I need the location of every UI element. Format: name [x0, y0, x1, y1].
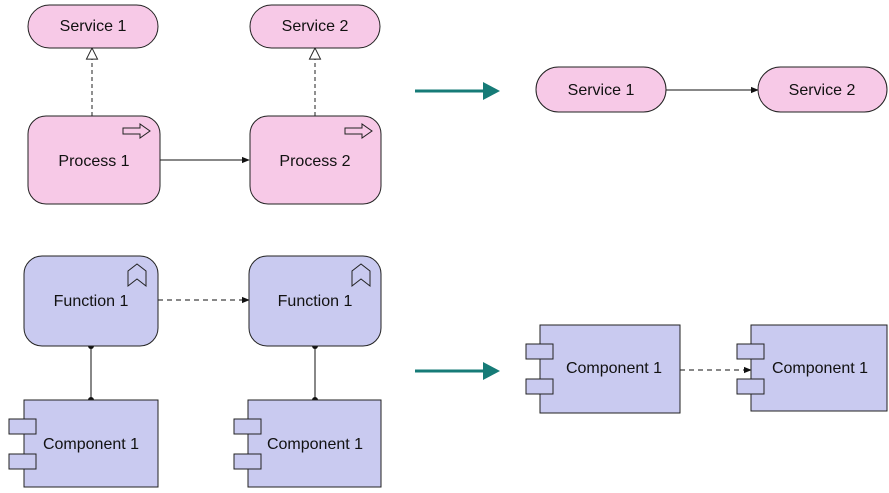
component-port-icon — [736, 378, 765, 395]
service-2-node[interactable]: Service 2 — [249, 4, 381, 49]
component-1b-node[interactable]: Component 1 — [233, 399, 382, 488]
component-port-icon — [8, 418, 37, 435]
service-1-node[interactable]: Service 1 — [27, 4, 159, 49]
function-chevron-icon — [127, 263, 147, 288]
component-port-icon — [525, 343, 554, 360]
component-port-icon — [525, 378, 554, 395]
summary-service-2-label: Service 2 — [789, 82, 856, 99]
process-1-label: Process 1 — [58, 153, 129, 170]
service-1-label: Service 1 — [60, 18, 127, 35]
transform-arrow-top — [415, 82, 500, 100]
component-port-icon — [233, 418, 262, 435]
process-arrow-icon — [122, 123, 151, 139]
business-detailed-group: Service 1 Service 2 Process 1 Process 2 — [27, 4, 382, 205]
component-port-icon — [736, 343, 765, 360]
function-1a-node[interactable]: Function 1 — [23, 255, 159, 347]
process-2-node[interactable]: Process 2 — [249, 115, 382, 205]
component-port-icon — [8, 453, 37, 470]
service-2-label: Service 2 — [282, 18, 349, 35]
component-port-icon — [233, 453, 262, 470]
summary-component-1b-node[interactable]: Component 1 — [736, 324, 888, 412]
application-detailed-group: Function 1 Function 1 Component 1 Compon… — [8, 255, 382, 488]
summary-service-1-label: Service 1 — [568, 82, 635, 99]
function-1b-label: Function 1 — [278, 293, 353, 310]
transform-arrow-bottom — [415, 362, 500, 380]
process-arrow-icon — [344, 123, 373, 139]
component-1a-node[interactable]: Component 1 — [8, 399, 159, 488]
summary-service-1-node[interactable]: Service 1 — [535, 66, 667, 113]
process-2-label: Process 2 — [279, 153, 350, 170]
function-chevron-icon — [351, 263, 371, 288]
summary-component-1a-label: Component 1 — [566, 360, 662, 377]
summary-component-1a-node[interactable]: Component 1 — [525, 324, 681, 414]
function-1b-node[interactable]: Function 1 — [248, 255, 382, 347]
summary-service-2-node[interactable]: Service 2 — [757, 66, 888, 113]
function-1a-label: Function 1 — [54, 293, 129, 310]
summary-component-1b-label: Component 1 — [772, 360, 868, 377]
process-1-node[interactable]: Process 1 — [27, 115, 161, 205]
business-summary-group: Service 1 Service 2 — [535, 66, 888, 113]
application-summary-group: Component 1 Component 1 — [525, 324, 888, 414]
component-1b-label: Component 1 — [267, 436, 363, 453]
component-1a-label: Component 1 — [43, 436, 139, 453]
